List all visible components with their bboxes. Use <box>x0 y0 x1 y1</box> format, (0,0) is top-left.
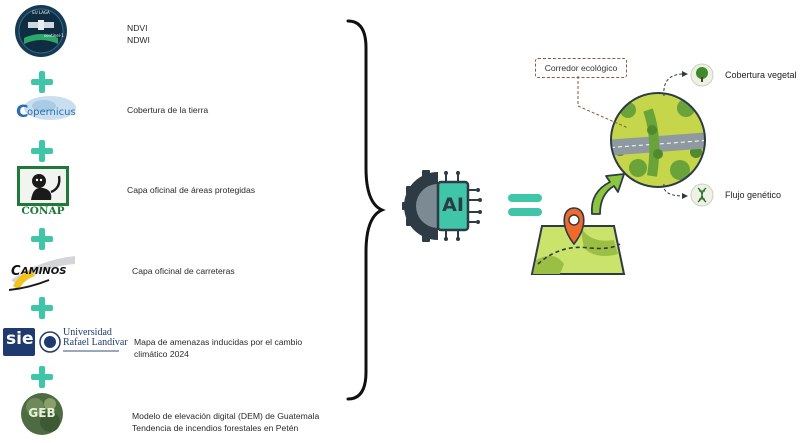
tree-icon <box>690 63 714 87</box>
url-seal-icon <box>39 331 61 353</box>
equals-icon <box>508 194 542 218</box>
sie-url-logo: sie Universidad Rafael Landívar <box>3 326 128 360</box>
url-logo-line2: Rafael Landívar <box>63 337 128 348</box>
caminos-logo-text: AMINOS <box>21 266 67 277</box>
url-logo-line1: Universidad <box>63 327 112 338</box>
sie-logo <box>3 328 35 356</box>
source-text-1: NDVI NDWI <box>127 23 150 45</box>
ai-chip-label: AI <box>442 194 464 216</box>
sentinel-satellite-logo: EU LAGA sentinel-1 <box>14 4 68 58</box>
source-text-4: Capa oficinal de carreteras <box>132 266 235 276</box>
source-text-2: Cobertura de la tierra <box>127 105 209 115</box>
source-text-6: Modelo de elevación digital (DEM) de Gua… <box>132 411 320 433</box>
plus-icon <box>31 71 53 93</box>
svg-text:EU LAGA: EU LAGA <box>32 10 50 15</box>
sentinel-logo-text: sentinel-1 <box>44 33 64 38</box>
callout-leader <box>577 76 629 129</box>
source-text-5: Mapa de amenazas inducidas por el cambio… <box>134 337 303 359</box>
copernicus-logo: C opernicus <box>14 94 80 128</box>
copernicus-logo-text: opernicus <box>27 107 76 118</box>
source-text-3: Capa oficinal de áreas protegidas <box>127 185 256 195</box>
conap-logo-text: CONAP <box>21 205 65 217</box>
ecological-corridor-image <box>610 92 706 188</box>
geb-logo: GEB <box>20 392 64 436</box>
output-vegetation-label: Cobertura vegetal <box>725 70 797 80</box>
output-gene-flow-label: Flujo genético <box>725 190 782 200</box>
sie-logo-text: sie <box>6 329 34 349</box>
plus-icon <box>31 140 53 162</box>
corridor-callout-label: Corredor ecológico <box>544 63 618 73</box>
plus-icon <box>31 297 53 319</box>
geb-logo-text: GEB <box>28 406 56 420</box>
plus-icon <box>31 228 53 250</box>
output-arrows <box>663 71 688 199</box>
caminos-logo: C AMINOS <box>9 252 77 292</box>
curved-arrow-icon <box>590 173 625 215</box>
map-pin-icon <box>530 207 626 275</box>
dna-icon <box>690 183 714 207</box>
ai-chip-icon: AI <box>400 168 484 244</box>
curly-brace <box>346 19 386 401</box>
corridor-callout: Corredor ecológico <box>535 58 627 78</box>
conap-logo: CONAP <box>17 166 69 218</box>
plus-icon <box>31 366 53 388</box>
